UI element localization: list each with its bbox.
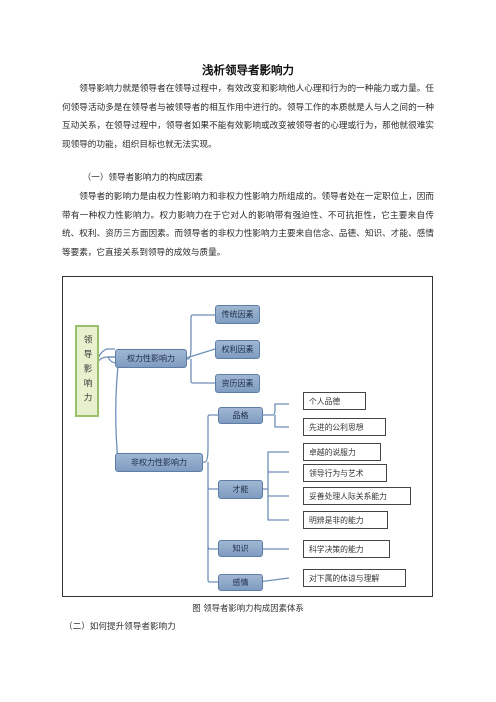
leaf-interpersonal: 妥善处理人际关系能力 [303,487,411,505]
rights-node: 权利因素 [215,340,260,359]
leaf-leadership-art: 领导行为与艺术 [303,464,387,482]
ability-node: 才能 [218,480,263,499]
section-heading-2: （二）如何提升领导者影响力 [64,622,176,632]
seniority-node: 资历因素 [215,374,260,393]
leaf-decision-making: 科学决策的能力 [303,540,390,558]
diagram-connectors [95,314,290,583]
power-influence-node: 权力性影响力 [115,349,187,368]
knowledge-node: 知识 [218,540,263,557]
leaf-public-interest: 先进的公利思想 [303,418,386,436]
leaf-understanding: 对下属的体谅与理解 [303,569,406,587]
leaf-discernment: 明辨是非的能力 [303,511,388,529]
figure-caption: 图 领导者影响力构成因素体系 [192,603,304,613]
composition-paragraph: 领导者的影响力是由权力性影响力和非权力性影响力所组成的。领导者处在一定职位上，因… [62,192,434,258]
leaf-personal-morality: 个人品德 [303,392,366,410]
emotion-node: 感情 [218,574,263,591]
intro-paragraph: 领导影响力就是领导者在领导过程中，有效改变和影响他人心理和行为的一种能力或力量。… [62,84,434,150]
influence-diagram: 领导影响力 权力性影响力 传统因素 权利因素 资历因素 非权力性影响力 品格 才… [62,276,433,597]
root-node: 领导影响力 [75,325,99,417]
section-heading-1: （一）领导者影响力的构成因素 [82,173,203,183]
non-power-influence-node: 非权力性影响力 [115,453,203,472]
document-title: 浅析领导者影响力 [202,63,294,77]
leaf-persuasion: 卓越的说服力 [303,443,381,461]
tradition-node: 传统因素 [215,305,260,324]
morality-node: 品格 [218,407,263,424]
